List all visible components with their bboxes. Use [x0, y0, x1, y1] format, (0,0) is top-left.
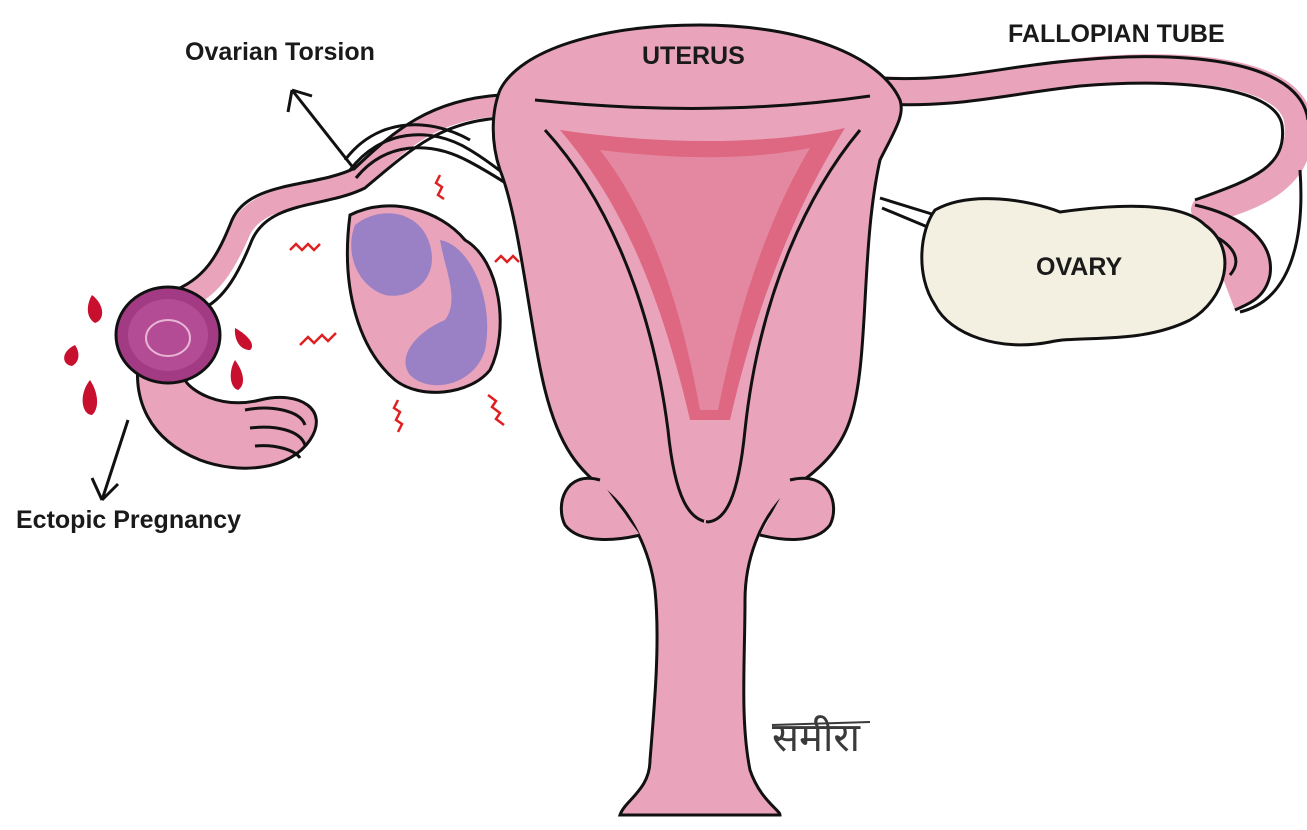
- torsion-arrow: [288, 90, 355, 170]
- ovary-label: OVARY: [1036, 253, 1122, 282]
- ectopic-sac: [116, 287, 220, 383]
- fallopian-tube-label: FALLOPIAN TUBE: [1008, 20, 1225, 49]
- uterus-label: UTERUS: [642, 42, 745, 71]
- torsed-ovary: [347, 206, 500, 392]
- ovarian-torsion-label: Ovarian Torsion: [185, 38, 375, 67]
- ectopic-arrow: [92, 420, 128, 500]
- artist-signature: समीरा: [772, 708, 860, 763]
- ectopic-pregnancy-label: Ectopic Pregnancy: [16, 506, 241, 535]
- uterus: [493, 25, 901, 815]
